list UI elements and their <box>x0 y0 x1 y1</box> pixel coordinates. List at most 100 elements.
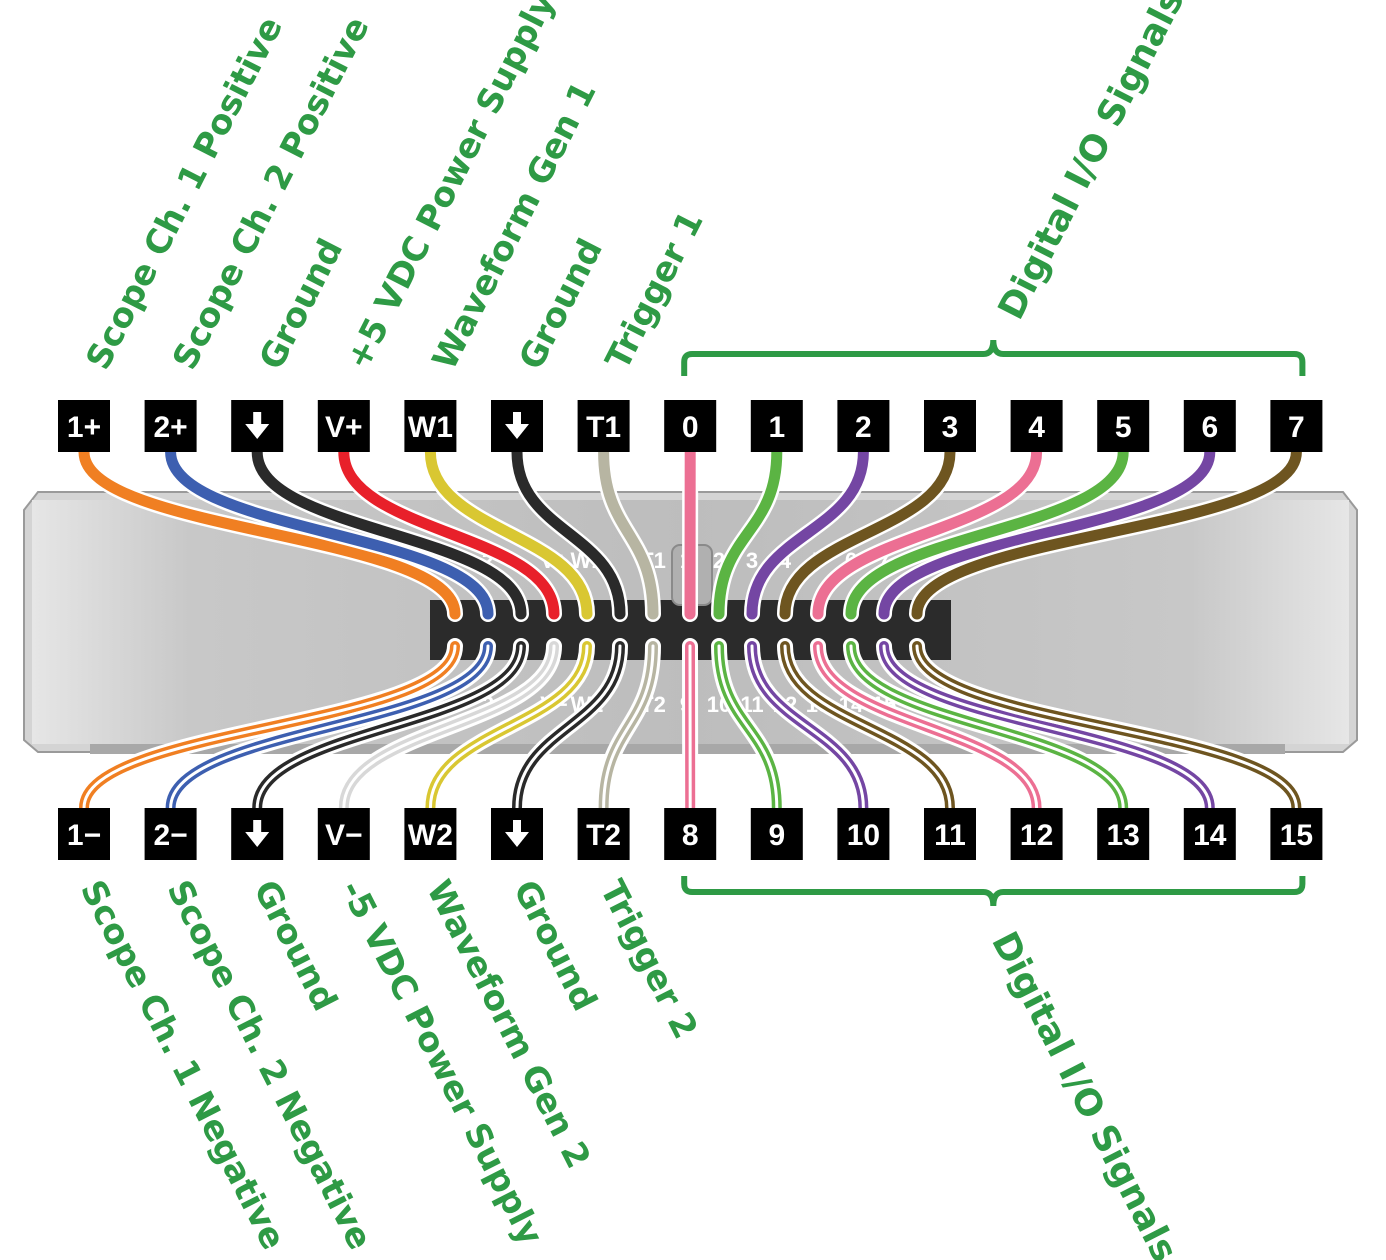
pin-label: 9 <box>768 819 785 852</box>
pin-label: 0 <box>682 411 699 444</box>
pin-bottom-13: 14 <box>1183 808 1236 860</box>
pin-bottom-12: 13 <box>1097 808 1150 860</box>
ground-arrow-icon <box>505 820 529 847</box>
ground-arrow-icon <box>505 412 529 439</box>
pin-label: 7 <box>1288 411 1305 444</box>
pin-top-0: 1+ <box>58 400 110 452</box>
pin-label: W1 <box>408 411 453 444</box>
wire-bottom <box>162 638 496 816</box>
pin-label: V+ <box>325 411 363 444</box>
pin-label: T1 <box>586 411 621 444</box>
pin-top-14: 7 <box>1270 400 1323 452</box>
wire-bottom <box>335 638 562 816</box>
wire-top <box>909 444 1305 622</box>
pin-label: 11 <box>934 819 966 852</box>
pin-top-6: T1 <box>577 400 630 452</box>
pin-label: 14 <box>1193 819 1227 852</box>
pin-label: 1 <box>768 411 785 444</box>
pin-label: 13 <box>1107 819 1140 852</box>
wire-top <box>335 444 562 622</box>
wire-bottom <box>76 638 463 816</box>
signal-label: Waveform Gen 1 <box>425 75 605 376</box>
pin-bottom-14: 15 <box>1270 808 1323 860</box>
wires <box>76 444 1305 816</box>
pin-label: 15 <box>1280 819 1313 852</box>
pin-label: 2− <box>153 819 187 852</box>
pin-bottom-6: T2 <box>577 808 630 860</box>
pin-top-9: 2 <box>837 400 890 452</box>
wire-top <box>162 444 496 622</box>
signal-label: Ground <box>505 874 605 1018</box>
wire-bottom <box>249 638 529 816</box>
wire-top <box>711 444 785 622</box>
wire-top <box>744 444 872 622</box>
pin-bottom-8: 9 <box>750 808 803 860</box>
signal-label: Ground <box>245 874 345 1018</box>
group-label-top: Digital I/O Signals <box>991 0 1193 326</box>
pin-top-2 <box>231 400 284 452</box>
pin-bottom-7: 8 <box>664 808 717 860</box>
ground-arrow-icon <box>245 820 270 847</box>
wire-top <box>843 444 1132 622</box>
pin-top-1: 2+ <box>144 400 197 452</box>
pin-label: 10 <box>847 819 880 852</box>
wire-top <box>422 444 595 622</box>
bracket-bottom <box>681 876 1306 907</box>
wire-bottom <box>777 638 958 816</box>
wire-top <box>249 444 529 622</box>
pin-label: 1+ <box>67 411 101 444</box>
pin-top-11: 4 <box>1010 400 1063 452</box>
wire-bottom <box>711 638 785 816</box>
pin-label: 2 <box>855 411 872 444</box>
device-label-top: 3 <box>746 548 758 573</box>
signal-label: Ground <box>511 232 611 376</box>
pin-top-4: W1 <box>404 400 457 452</box>
pin-top-10: 3 <box>924 400 976 452</box>
signal-label: Trigger 2 <box>592 874 706 1045</box>
wire-top <box>876 444 1218 622</box>
pin-label: 12 <box>1020 819 1053 852</box>
pin-label: 6 <box>1201 411 1218 444</box>
wire-bottom <box>744 638 872 816</box>
pin-top-5 <box>491 400 543 452</box>
wire-top <box>76 444 463 622</box>
signal-label: Trigger 1 <box>598 205 712 376</box>
wire-top <box>595 444 661 622</box>
pin-label: V− <box>325 819 363 852</box>
pin-top-3: V+ <box>317 400 370 452</box>
wire-bottom <box>909 638 1305 816</box>
pin-bottom-5 <box>491 808 543 860</box>
wire-bottom <box>876 638 1218 816</box>
pin-label: T2 <box>586 819 621 852</box>
ground-arrow-icon <box>245 412 270 439</box>
pin-bottom-2 <box>231 808 284 860</box>
pin-bottom-9: 10 <box>837 808 890 860</box>
wire-bottom <box>509 638 628 816</box>
signal-label: Waveform Gen 2 <box>418 874 598 1175</box>
pin-label: 3 <box>942 411 959 444</box>
wire-bottom <box>810 638 1045 816</box>
pin-bottom-11: 12 <box>1010 808 1063 860</box>
pin-bottom-4: W2 <box>404 808 457 860</box>
pin-label: W2 <box>408 819 453 852</box>
pin-bottom-10: 11 <box>924 808 976 860</box>
pin-label: 2+ <box>153 411 187 444</box>
signal-label: Ground <box>252 232 352 376</box>
pin-label: 5 <box>1115 411 1132 444</box>
wire-bottom <box>843 638 1132 816</box>
wire-top <box>777 444 958 622</box>
wire-top <box>810 444 1045 622</box>
pin-bottom-3: V− <box>317 808 370 860</box>
pin-label: 8 <box>682 819 699 852</box>
bracket-top <box>681 339 1306 376</box>
pin-top-8: 1 <box>750 400 803 452</box>
pin-bottom-1: 2− <box>144 808 197 860</box>
pin-top-7: 0 <box>664 400 717 452</box>
wire-bottom <box>422 638 595 816</box>
pin-label: 4 <box>1028 411 1045 444</box>
pin-bottom-0: 1− <box>58 808 110 860</box>
pin-top-12: 5 <box>1097 400 1150 452</box>
group-label-bottom: Digital I/O Signals <box>983 925 1185 1260</box>
